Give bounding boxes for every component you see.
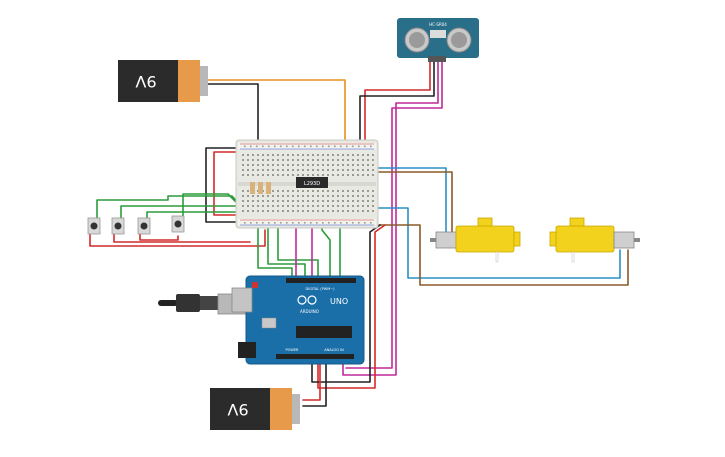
wire-battery-bottom-red[interactable] <box>302 361 321 401</box>
battery-top[interactable]: 9V <box>118 60 208 102</box>
wire-sensor-magenta-2[interactable] <box>345 61 443 369</box>
arduino-digital-label: DIGITAL (PWM~) <box>305 287 335 291</box>
arduino-logo <box>297 295 317 305</box>
push-buttons <box>87 215 185 235</box>
motor-driver-chip[interactable]: L293D <box>296 177 328 188</box>
wire-sensor-black[interactable] <box>359 61 435 151</box>
push-button-1[interactable] <box>87 217 101 235</box>
arduino-uno[interactable]: UNO ARDUINO DIGITAL (PWM~) POWER ANALOG … <box>231 275 365 365</box>
push-button-2[interactable] <box>111 217 125 235</box>
wire-button-2-red[interactable] <box>113 233 251 243</box>
wire-bb-arduino-green-3[interactable] <box>277 211 319 281</box>
wire-rail-red-left[interactable] <box>213 151 241 216</box>
wire-bb-arduino-red[interactable] <box>317 224 386 389</box>
dc-motor-right[interactable] <box>549 217 640 263</box>
wire-battery-bottom-black[interactable] <box>302 361 327 407</box>
wire-battery-top-black[interactable] <box>206 83 259 161</box>
wire-motor-right-blue[interactable] <box>354 207 621 279</box>
arduino-model-label: UNO <box>330 297 348 306</box>
wire-button-1-red[interactable] <box>89 229 266 247</box>
resistors <box>250 182 271 194</box>
wire-bb-arduino-green-1[interactable] <box>257 204 293 281</box>
dc-motor-left[interactable] <box>430 217 521 263</box>
push-button-3[interactable] <box>137 217 151 235</box>
arduino-brand-label: ARDUINO <box>300 309 319 314</box>
battery-bottom[interactable]: 9V <box>210 388 300 430</box>
battery-bottom-label: 9V <box>227 400 248 419</box>
wire-sensor-red[interactable] <box>364 61 431 151</box>
battery-top-label: 9V <box>135 72 156 91</box>
ultrasonic-sensor[interactable]: HC-SR04 <box>397 18 479 62</box>
wire-motor-left-brown[interactable] <box>359 171 453 233</box>
motor-driver-label: L293D <box>304 181 320 187</box>
wire-button-1-green[interactable] <box>96 195 241 223</box>
push-button-4[interactable] <box>171 215 185 233</box>
wire-bb-arduino-green-2[interactable] <box>267 204 306 281</box>
arduino-analog-label: ANALOG IN <box>324 348 344 352</box>
wire-button-3-red[interactable] <box>139 233 179 241</box>
arduino-power-label: POWER <box>286 348 300 352</box>
wire-rail-black-left[interactable] <box>205 147 241 223</box>
breadboard[interactable]: L293D <box>235 139 379 229</box>
wire-bb-arduino-black[interactable] <box>311 224 381 383</box>
sensor-label: HC-SR04 <box>429 22 447 27</box>
wire-button-4-green[interactable] <box>182 193 237 219</box>
breadboard-holes <box>242 145 374 224</box>
